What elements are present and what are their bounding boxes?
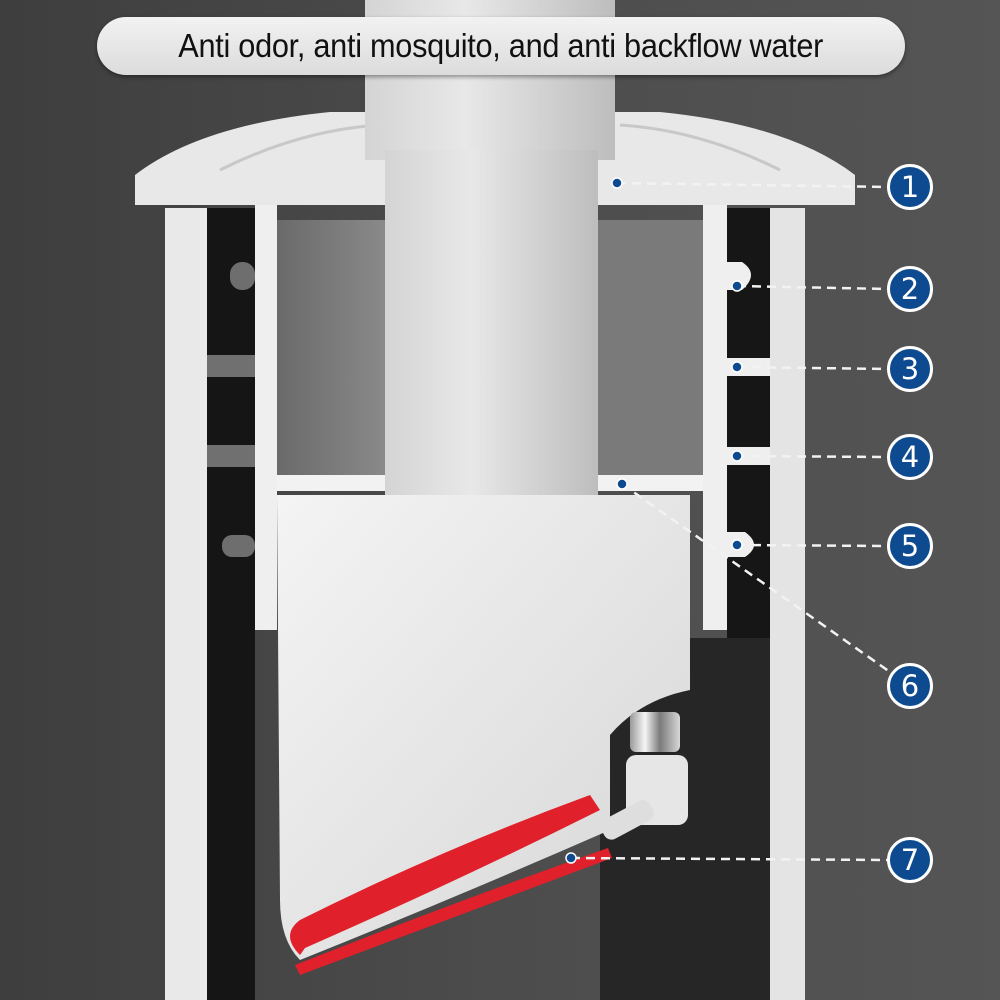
red-seal: [290, 795, 600, 955]
leader-line-1: [616, 181, 889, 189]
gap-left: [207, 208, 255, 1000]
inner-cavity-right: [598, 220, 703, 475]
callout-point-2: [731, 280, 743, 292]
outer-sleeve-left: [165, 208, 207, 1000]
outer-sleeve-right: [770, 208, 805, 1000]
callout-point-3: [731, 361, 743, 373]
callout-badge-7: 7: [887, 837, 933, 883]
callout-badge-5: 5: [887, 523, 933, 569]
callout-point-5: [731, 539, 743, 551]
leader-line-7: [570, 856, 889, 862]
leader-line-2: [736, 284, 889, 291]
leader-line-6: [621, 482, 891, 674]
callout-point-1: [611, 177, 623, 189]
inner-cavity-left: [277, 220, 387, 475]
callout-point-4: [731, 450, 743, 462]
inner-wall-left: [255, 205, 277, 630]
leader-line-3: [736, 365, 889, 371]
callout-point-6: [616, 478, 628, 490]
title-text: Anti odor, anti mosquito, and anti backf…: [178, 27, 824, 64]
callout-point-7: [565, 852, 577, 864]
leader-line-4: [736, 454, 889, 459]
valve-nut: [630, 712, 680, 752]
leader-line-5: [736, 543, 889, 548]
inner-wall-right: [703, 205, 727, 630]
callout-badge-4: 4: [887, 434, 933, 480]
title-banner: Anti odor, anti mosquito, and anti backf…: [97, 17, 905, 75]
callout-badge-3: 3: [887, 346, 933, 392]
callout-badge-1: 1: [887, 164, 933, 210]
trap-cup: [277, 495, 690, 960]
callout-badge-6: 6: [887, 663, 933, 709]
callout-badge-2: 2: [887, 266, 933, 312]
